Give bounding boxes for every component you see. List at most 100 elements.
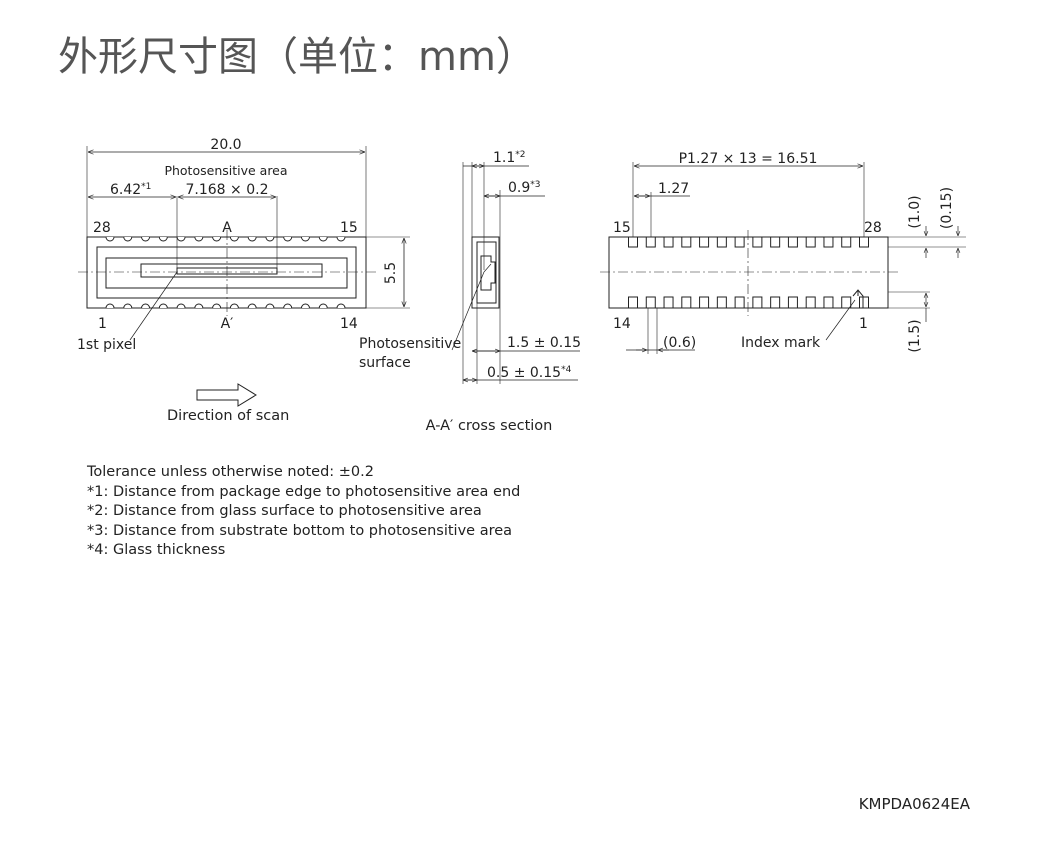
package-body	[86, 236, 367, 309]
dim-1-0: (1.0)	[907, 195, 923, 228]
pin-notch	[229, 236, 239, 242]
pin-notch	[105, 303, 115, 309]
dim-glass-to-area: 1.1	[493, 150, 515, 166]
note-ref-1: *1	[141, 182, 151, 192]
bottom-view-labels: P1.27 × 13 = 16.51 1.27 15 28 14 1 (0.6)…	[613, 151, 955, 353]
dim-area-size: 7.168 × 0.2	[186, 182, 269, 198]
pad	[734, 237, 745, 248]
pin-label-15: 15	[340, 220, 358, 236]
pin-notch	[247, 303, 257, 309]
pad	[645, 237, 656, 248]
pin-notch	[176, 303, 186, 309]
pin-notch	[300, 303, 310, 309]
scan-direction-label: Direction of scan	[167, 408, 289, 424]
pad	[716, 237, 727, 248]
note-2: *2: Distance from glass surface to photo…	[87, 503, 482, 519]
dim-thickness: 1.5 ± 0.15	[507, 335, 581, 351]
pad	[752, 237, 763, 248]
dim-pitch: 1.27	[658, 181, 689, 197]
cross-section-cavity	[476, 241, 497, 304]
pad	[770, 237, 781, 248]
pin-notch	[141, 236, 151, 242]
cross-section-chip	[480, 255, 496, 291]
bottom-pads	[628, 296, 869, 308]
pad	[645, 296, 656, 308]
pin-notch	[176, 236, 186, 242]
pin-label-14: 14	[340, 316, 358, 332]
dim-edge-offset: 6.42	[110, 182, 141, 198]
pin-notch	[105, 236, 115, 242]
top-pin-notches	[105, 236, 346, 242]
pin-notch	[283, 303, 293, 309]
pad	[752, 296, 763, 308]
bottom-pin-notches	[105, 303, 346, 309]
pin-notch	[158, 236, 168, 242]
pad	[699, 296, 710, 308]
bottom-pin-label-1: 1	[859, 316, 868, 332]
surface-label-line2: surface	[359, 355, 411, 371]
bottom-pin-label-28: 28	[864, 220, 882, 236]
pin-notch	[123, 303, 133, 309]
cross-section-caption: A-A′ cross section	[426, 418, 553, 434]
note-tolerance: Tolerance unless otherwise noted: ±0.2	[87, 464, 374, 480]
pad	[663, 237, 674, 248]
pin-notch	[336, 236, 346, 242]
pad	[716, 296, 727, 308]
section-mark-a: A	[222, 220, 232, 236]
pin-notch	[212, 303, 222, 309]
pad	[787, 237, 798, 248]
pad	[628, 296, 638, 308]
pad	[823, 237, 834, 248]
svg-text:0.9*3: 0.9*3	[508, 180, 541, 196]
bottom-pin-label-15: 15	[613, 220, 631, 236]
pad	[841, 237, 852, 248]
chip	[140, 263, 323, 278]
pin-notch	[194, 236, 204, 242]
pin-notch	[229, 303, 239, 309]
bottom-pin-label-14: 14	[613, 316, 631, 332]
pin-notch	[265, 236, 275, 242]
cross-section-labels: 1.1*2 0.9*3 Photosensitive surface 1.5 ±…	[359, 150, 581, 434]
front-view-labels: 20.0 Photosensitive area 6.42*1 7.168 × …	[77, 137, 399, 424]
pad	[628, 237, 638, 248]
note-ref-2: *2	[515, 150, 525, 160]
pin-notch	[123, 236, 133, 242]
svg-text:6.42*1: 6.42*1	[110, 182, 151, 198]
note-ref-3: *3	[530, 180, 540, 190]
pin-notch	[318, 303, 328, 309]
bottom-view	[600, 162, 966, 354]
dim-substrate: 0.9	[508, 180, 530, 196]
scan-direction-arrow-icon	[196, 383, 257, 407]
dim-height: 5.5	[383, 262, 399, 284]
page-title: 外形尺寸图（单位：mm）	[58, 34, 536, 80]
note-3: *3: Distance from substrate bottom to ph…	[87, 522, 513, 539]
pin-notch	[212, 236, 222, 242]
pad	[805, 296, 816, 308]
window-outer	[96, 246, 357, 299]
pin-notch	[194, 303, 204, 309]
index-mark-label: Index mark	[741, 335, 821, 351]
pin-label-1: 1	[98, 316, 107, 332]
pad	[681, 296, 692, 308]
front-view	[78, 146, 410, 407]
pin-notch	[265, 303, 275, 309]
dim-glass: 0.5 ± 0.15	[487, 365, 561, 381]
index-mark-icon	[852, 289, 864, 308]
pad	[841, 296, 852, 308]
note-4: *4: Glass thickness	[87, 542, 226, 558]
section-mark-a-prime: A′	[221, 316, 234, 332]
pin-notch	[158, 303, 168, 309]
pad	[787, 296, 798, 308]
note-ref-4: *4	[561, 365, 572, 375]
pin-notch	[336, 303, 346, 309]
cross-section-view	[451, 162, 580, 384]
pin-notch	[318, 236, 328, 242]
pin-label-28: 28	[93, 220, 111, 236]
top-pads	[628, 237, 869, 248]
photosensitive-area-label: Photosensitive area	[164, 163, 287, 178]
pad	[805, 237, 816, 248]
dim-1-5: (1.5)	[907, 319, 923, 352]
pin-notch	[247, 236, 257, 242]
pad	[859, 237, 869, 248]
